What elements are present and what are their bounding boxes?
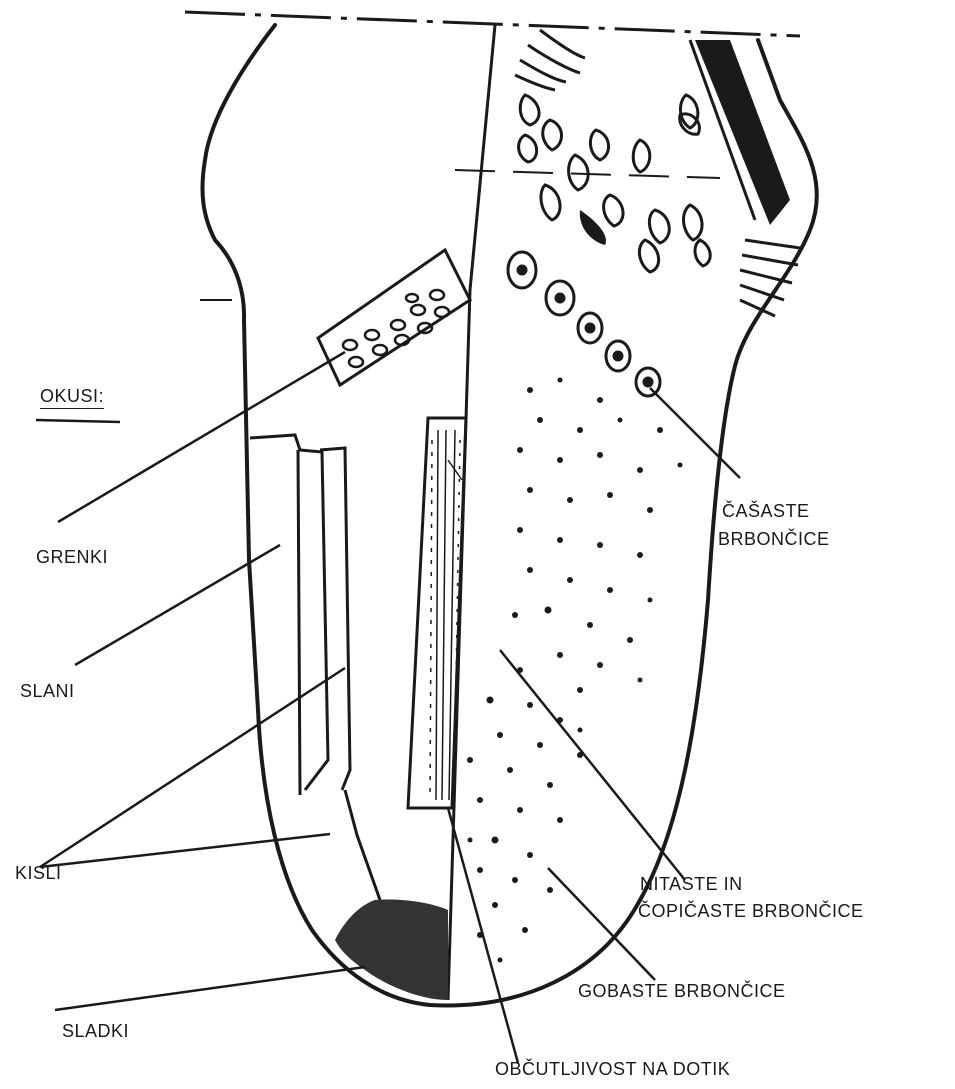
leader-bitter (58, 352, 345, 522)
root-dark-band (695, 40, 790, 225)
sweet-tip-region (335, 899, 448, 1000)
root-dark-blob (580, 210, 606, 245)
taste-zone-strips (250, 435, 380, 900)
leader-filiform (500, 650, 685, 880)
touch-strip (408, 418, 466, 808)
label-copicaste: ČOPIČASTE BRBONČICE (638, 900, 864, 922)
label-dotik: OBČUTLJIVOST NA DOTIK (495, 1058, 730, 1080)
leader-fungiform (548, 868, 655, 980)
circumvallate-papillae (508, 252, 660, 396)
label-kisli: KISLI (15, 862, 62, 884)
top-axis-line (185, 12, 800, 36)
label-gobaste: GOBASTE BRBONČICE (578, 980, 786, 1002)
label-sladki: SLADKI (62, 1020, 129, 1042)
heading-underline (36, 420, 120, 422)
label-casaste: ČAŠASTE (722, 500, 810, 522)
label-nitaste: NITASTE IN (640, 873, 743, 895)
leader-sweet (55, 967, 365, 1010)
label-casaste-brboncice: BRBONČICE (718, 528, 830, 550)
bitter-inset-box (318, 250, 470, 385)
right-edge-hatching (740, 240, 800, 316)
top-arc-hatching (515, 30, 585, 90)
leader-touch (448, 808, 518, 1063)
okusi-heading: OKUSI: (40, 385, 104, 407)
label-slani: SLANI (20, 680, 75, 702)
label-grenki: GRENKI (36, 546, 108, 568)
root-leaf-shapes (519, 95, 711, 272)
